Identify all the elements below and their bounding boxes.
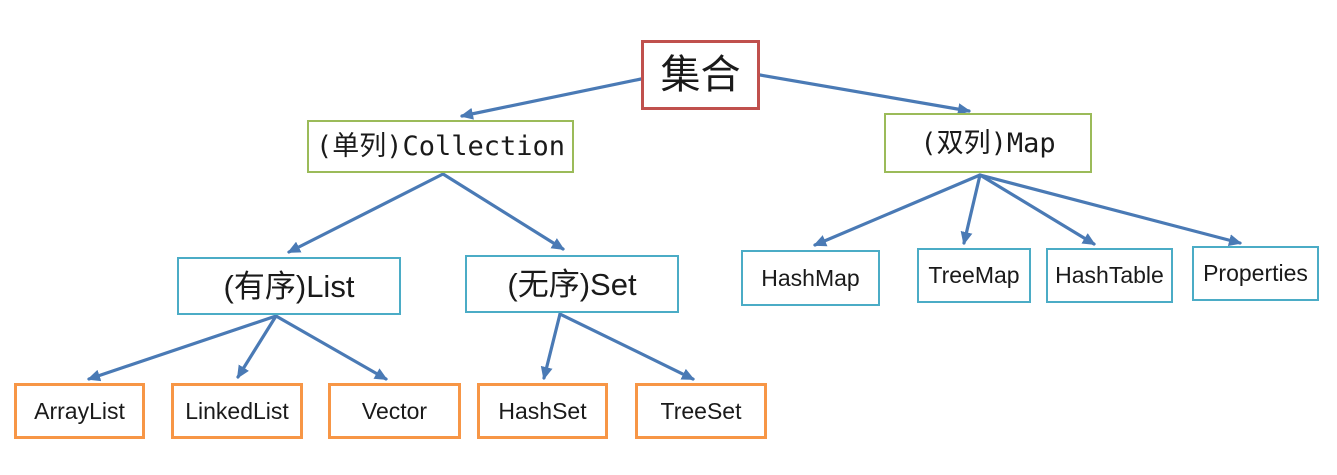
node-treemap: TreeMap (917, 248, 1031, 303)
edge-collection-list (287, 172, 445, 254)
node-arraylist: ArrayList (14, 383, 145, 439)
node-collection: (单列)Collection (307, 120, 574, 173)
edge-map-treemap (960, 173, 982, 245)
node-hashset: HashSet (477, 383, 608, 439)
edge-list-arraylist (87, 314, 278, 382)
edge-list-vector (274, 314, 388, 381)
node-treeset: TreeSet (635, 383, 767, 439)
edge-set-treeset (558, 312, 695, 381)
node-properties: Properties (1192, 246, 1319, 301)
edge-root-map (758, 73, 971, 116)
edge-root-collection (460, 77, 643, 120)
edge-map-properties (978, 173, 1242, 247)
node-vector: Vector (328, 383, 461, 439)
node-hashtable: HashTable (1046, 248, 1173, 303)
node-list: (有序)List (177, 257, 401, 315)
edge-collection-set (441, 172, 565, 251)
edge-map-hashmap (813, 173, 982, 247)
edge-set-hashset (540, 312, 562, 380)
edge-list-linkedlist (236, 314, 278, 379)
node-set: (无序)Set (465, 255, 679, 313)
edge-map-hashtable (978, 173, 1096, 246)
node-map: (双列)Map (884, 113, 1092, 173)
node-hashmap: HashMap (741, 250, 880, 306)
node-linkedlist: LinkedList (171, 383, 303, 439)
node-root: 集合 (641, 40, 760, 110)
